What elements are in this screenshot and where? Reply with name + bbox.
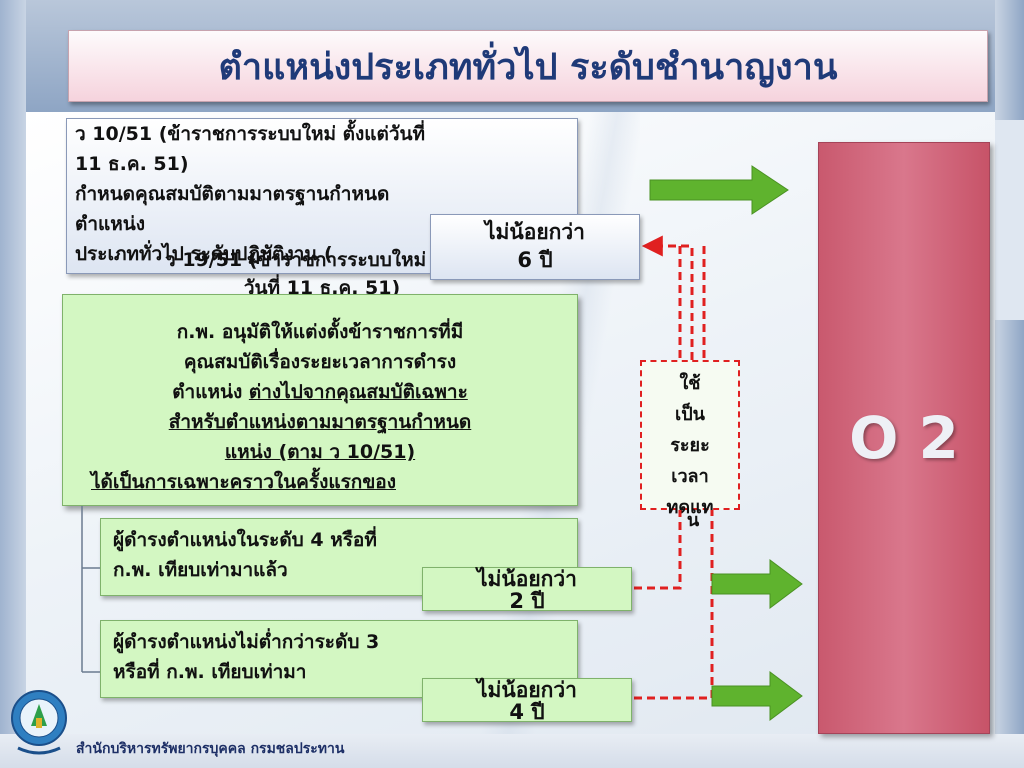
rule2-line: คุณสมบัติเรื่องระยะเวลาการดำรง [183, 351, 457, 373]
case-level-3-line: ผู้ดำรงตำแหน่งไม่ต่ำกว่าระดับ 3 [113, 631, 380, 653]
rule2-line: ก.พ. อนุมัติให้แต่งตั้งข้าราชการที่มี [176, 321, 464, 343]
background-right-panel [995, 120, 1024, 320]
duration-4-years: ไม่น้อยกว่า 4 ปี [422, 678, 632, 724]
duration-value: 2 ปี [509, 589, 545, 613]
duration-label: ไม่น้อยกว่า [477, 678, 577, 702]
rule2-line-plain: ตำแหน่ง [172, 381, 249, 403]
department-seal-icon [11, 690, 67, 755]
case-level-4-line: ก.พ. เทียบเท่ามาแล้ว [113, 559, 288, 581]
rule2-line: แหน่ง (ตาม ว 10/51) [224, 441, 416, 463]
target-level-box: O 2 [818, 142, 990, 734]
duration-label: ไม่น้อยกว่า [485, 220, 585, 244]
substitute-line: ระยะ [670, 435, 710, 456]
case-level-4-line: ผู้ดำรงตำแหน่งในระดับ 4 หรือที่ [113, 529, 377, 551]
rule2-line: ตำแหน่ง ต่างไปจากคุณสมบัติเฉพาะ [63, 377, 577, 407]
target-level-label: O 2 [849, 404, 959, 472]
rule-19-51-heading: ว 19/51 (ข้าราชการระบบใหม่ ตั้งแต่ วันที… [66, 246, 578, 306]
substitute-line: ใช้ [679, 373, 701, 394]
footer-organization: สำนักบริหารทรัพยากรบุคคล กรมชลประทาน [76, 741, 345, 757]
background-right-border [995, 0, 1024, 768]
rule2-line: สำหรับตำแหน่งตามมาตรฐานกำหนด [168, 411, 472, 433]
substitute-line: เป็น [675, 404, 705, 425]
rule1-line: ว 10/51 (ข้าราชการระบบใหม่ ตั้งแต่วันที่ [75, 123, 426, 145]
title-banner: ตำแหน่งประเภททั่วไป ระดับชำนาญงาน [68, 30, 988, 102]
duration-value: 6 ปี [517, 248, 553, 272]
rule1-line: 11 ธ.ค. 51) [75, 153, 189, 175]
duration-2-years: ไม่น้อยกว่า 2 ปี [422, 567, 632, 613]
duration-value: 4 ปี [509, 700, 545, 724]
rule1-line: ประเภททั่วไป ระดับปฏิบัติงาน ( [75, 243, 333, 265]
page-title: ตำแหน่งประเภททั่วไป ระดับชำนาญงาน [218, 46, 838, 88]
rule-19-51-box: ก.พ. อนุมัติให้แต่งตั้งข้าราชการที่มี คุ… [62, 294, 578, 506]
case-level-3-line: หรือที่ ก.พ. เทียบเท่ามา [113, 661, 307, 683]
duration-6-years: ไม่น้อยกว่า 6 ปี [430, 214, 640, 280]
rule2-heading-line: วันที่ 11 ธ.ค. 51) [243, 277, 401, 299]
rule2-line: ได้เป็นการเฉพาะคราวในครั้งแรกของ [91, 471, 396, 493]
substitute-line: เวลา [671, 466, 709, 487]
duration-label: ไม่น้อยกว่า [477, 567, 577, 591]
rule1-line: กำหนดคุณสมบัติตามมาตรฐานกำหนด [75, 183, 390, 205]
background-left-border [0, 0, 26, 768]
rule2-line-underlined: ต่างไปจากคุณสมบัติเฉพาะ [248, 381, 468, 403]
case-level-3-box: ผู้ดำรงตำแหน่งไม่ต่ำกว่าระดับ 3 หรือที่ … [100, 620, 578, 698]
rule2-heading-line: ว 19/51 (ข้าราชการระบบใหม่ ตั้งแต่ [165, 249, 479, 271]
rule1-line: ตำแหน่ง [75, 213, 146, 235]
substitute-tail: น [686, 510, 700, 531]
footer-bar [0, 734, 1024, 768]
substitute-period-box: ใช้ เป็น ระยะ เวลา ทดแท [640, 360, 740, 518]
